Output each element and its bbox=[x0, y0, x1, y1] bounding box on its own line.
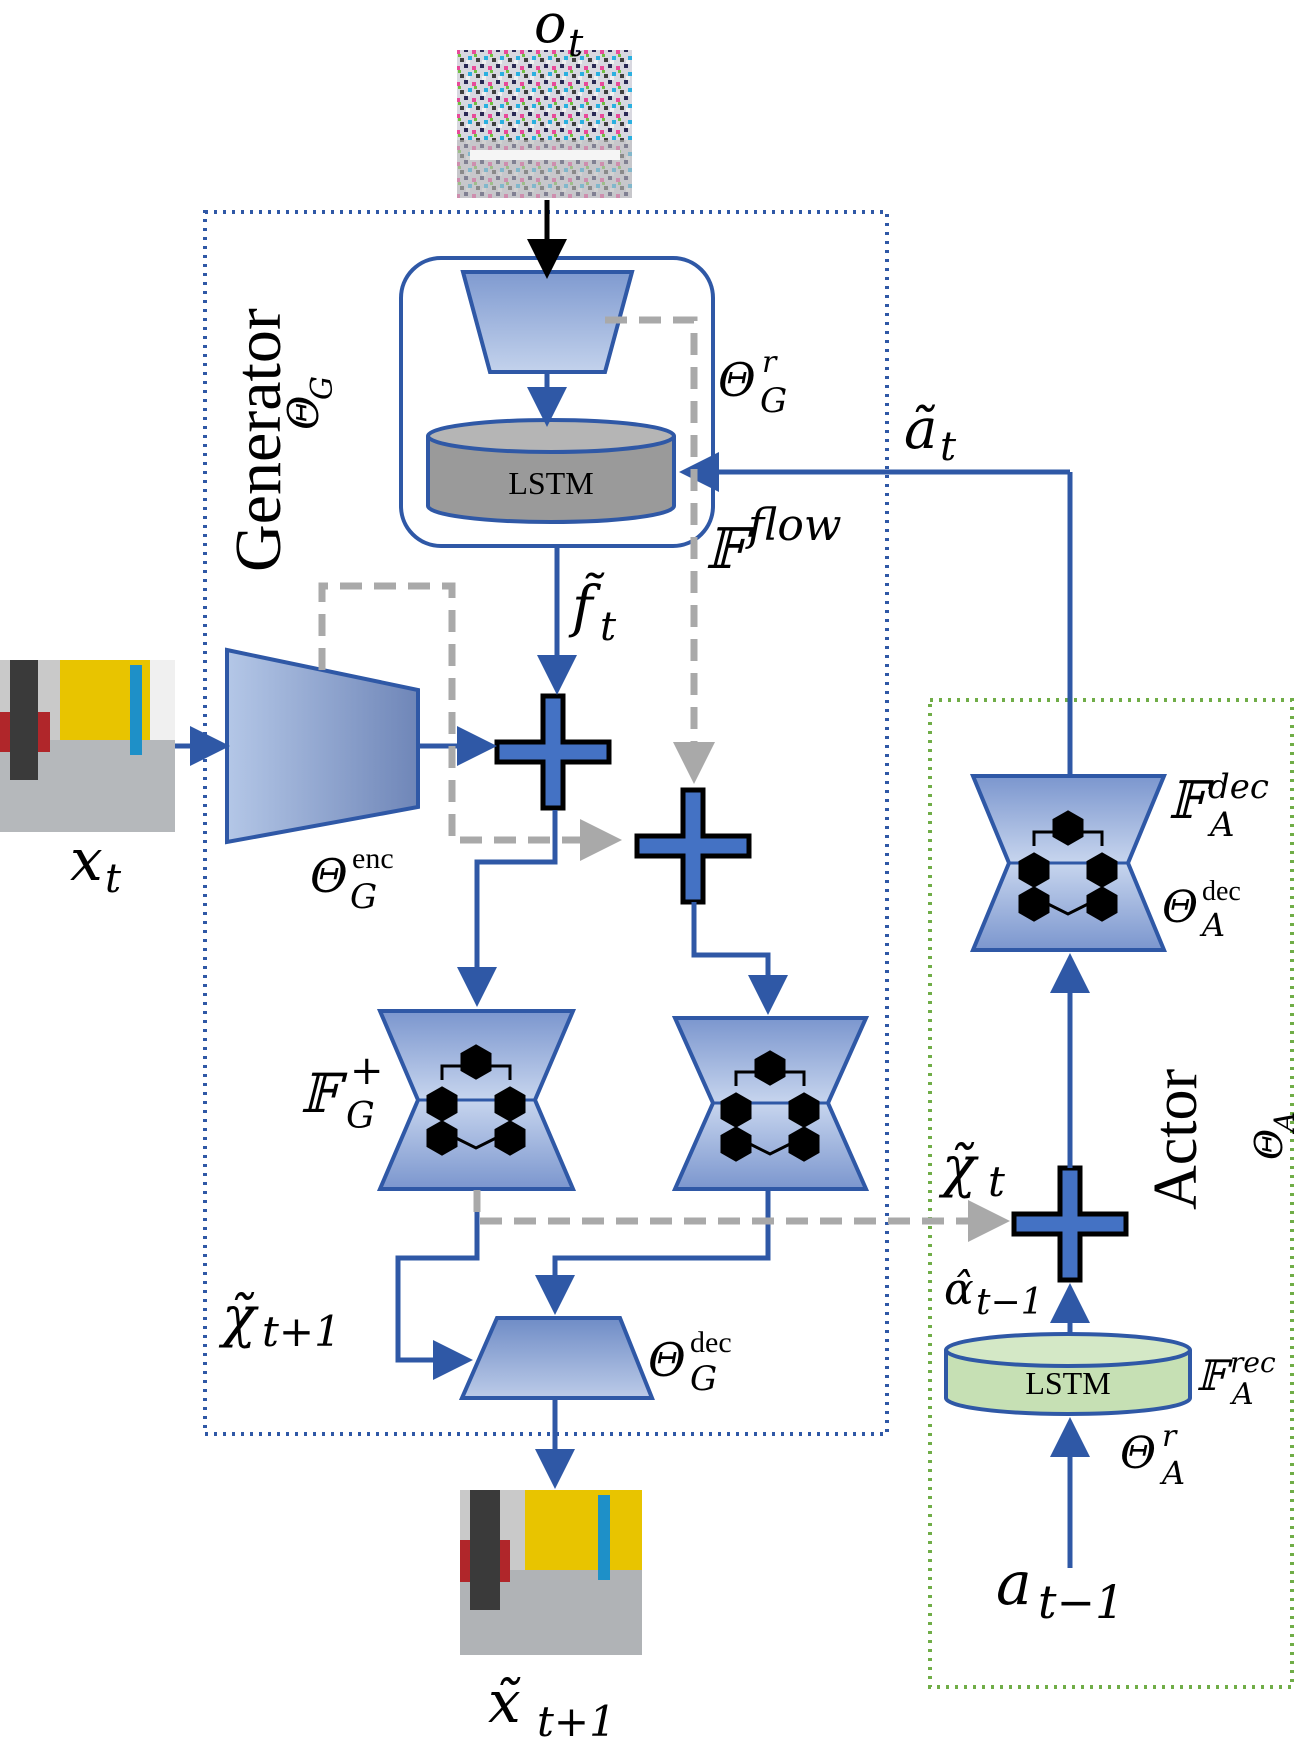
svg-text:t−1: t−1 bbox=[1038, 1575, 1124, 1629]
svg-text:A: A bbox=[1268, 1112, 1298, 1135]
svg-text:t: t bbox=[988, 1157, 1005, 1206]
svg-text:t: t bbox=[568, 21, 584, 65]
label-f-tilde-t: f̃ t bbox=[568, 572, 617, 650]
observation-image bbox=[457, 50, 632, 198]
plus-node-1 bbox=[494, 693, 612, 811]
network-icon bbox=[1018, 810, 1118, 922]
svg-text:G: G bbox=[305, 376, 340, 400]
generator-theta: Θ G bbox=[279, 376, 340, 430]
generator-lstm-cylinder bbox=[426, 418, 676, 524]
svg-text:Θ: Θ bbox=[310, 849, 348, 903]
svg-text:dec: dec bbox=[1202, 876, 1241, 907]
generator-region bbox=[203, 210, 889, 1436]
svg-text:t−1: t−1 bbox=[976, 1282, 1044, 1323]
svg-text:rec: rec bbox=[1230, 1346, 1276, 1379]
svg-text:G: G bbox=[690, 1359, 717, 1399]
svg-text:t: t bbox=[940, 424, 957, 470]
svg-text:G: G bbox=[346, 1096, 375, 1137]
svg-text:Generator: Generator bbox=[222, 308, 295, 572]
svg-text:a: a bbox=[996, 1549, 1032, 1619]
svg-text:Θ: Θ bbox=[718, 353, 756, 407]
svg-text:Θ: Θ bbox=[1247, 1129, 1291, 1160]
generator-lstm-label: LSTM bbox=[508, 465, 593, 501]
svg-text:Θ: Θ bbox=[279, 396, 328, 430]
label-f-g-plus: 𝔽 + G bbox=[300, 1048, 384, 1137]
svg-text:ã: ã bbox=[904, 397, 937, 462]
hourglass-actor-dec bbox=[970, 774, 1167, 952]
svg-text:χ̃: χ̃ bbox=[218, 1285, 259, 1350]
output-frame-image bbox=[460, 1490, 642, 1655]
label-theta-g-dec: Θ dec G bbox=[648, 1326, 732, 1399]
label-f-flow: 𝔽 flow bbox=[705, 500, 842, 582]
svg-text:G: G bbox=[350, 877, 377, 917]
label-theta-a-r: Θ r A bbox=[1120, 1419, 1185, 1492]
network-icon bbox=[720, 1050, 820, 1162]
label-chi-t: χ̃ t bbox=[938, 1135, 1005, 1206]
svg-text:r: r bbox=[762, 345, 778, 380]
label-f-a-rec: 𝔽 rec A bbox=[1196, 1346, 1276, 1412]
svg-text:x̃: x̃ bbox=[488, 1668, 521, 1736]
generator-title: Generator bbox=[222, 308, 295, 572]
network-icon bbox=[426, 1044, 526, 1156]
svg-text:t: t bbox=[600, 604, 617, 650]
label-theta-g-r: Θ r G bbox=[718, 345, 787, 421]
actor-theta: Θ A bbox=[1247, 1112, 1298, 1160]
plus-node-actor bbox=[1011, 1165, 1129, 1283]
label-o-t: o t bbox=[534, 0, 584, 65]
svg-text:enc: enc bbox=[352, 842, 394, 875]
svg-text:A: A bbox=[1159, 1454, 1185, 1492]
generator-decoder-block bbox=[458, 1316, 655, 1400]
svg-text:t+1: t+1 bbox=[537, 1697, 616, 1744]
frame-encoder-block bbox=[225, 647, 420, 845]
svg-text:A: A bbox=[1229, 1377, 1254, 1412]
svg-text:dec: dec bbox=[690, 1326, 732, 1359]
svg-text:+: + bbox=[350, 1048, 384, 1094]
svg-text:𝔽: 𝔽 bbox=[1196, 1351, 1233, 1400]
svg-text:flow: flow bbox=[745, 500, 842, 551]
label-a-prev: a t−1 bbox=[996, 1549, 1124, 1629]
label-theta-g-enc: Θ enc G bbox=[310, 842, 394, 917]
label-a-tilde-t: ã t bbox=[904, 397, 957, 470]
svg-text:A: A bbox=[1207, 805, 1235, 845]
svg-text:dec: dec bbox=[1208, 767, 1269, 807]
label-alpha-hat: α̂ t−1 bbox=[944, 1264, 1044, 1323]
label-x-t: x t bbox=[70, 826, 122, 902]
hourglass-fg-plus bbox=[376, 1009, 577, 1191]
plus-node-2 bbox=[634, 787, 752, 905]
actor-region bbox=[928, 698, 1294, 1689]
svg-text:r: r bbox=[1162, 1419, 1178, 1454]
svg-text:Θ: Θ bbox=[1120, 1428, 1156, 1479]
obs-encoder-trapezoid bbox=[460, 270, 635, 374]
svg-text:Θ: Θ bbox=[1162, 882, 1198, 933]
label-f-a-dec: 𝔽 dec A bbox=[1168, 767, 1269, 845]
svg-text:t+1: t+1 bbox=[262, 1307, 341, 1356]
label-chi-t1: χ̃ t+1 bbox=[218, 1285, 341, 1356]
svg-text:Θ: Θ bbox=[648, 1333, 686, 1387]
svg-text:x: x bbox=[70, 826, 103, 894]
svg-text:A: A bbox=[1199, 906, 1225, 944]
actor-title: Actor bbox=[1142, 1068, 1210, 1210]
actor-lstm-cylinder bbox=[944, 1332, 1192, 1416]
label-x-tilde-t1: x̃ t+1 bbox=[488, 1668, 616, 1744]
label-theta-a-dec: Θ dec A bbox=[1162, 876, 1241, 944]
actor-lstm-label: LSTM bbox=[1025, 1365, 1110, 1401]
svg-text:α̂: α̂ bbox=[944, 1264, 974, 1315]
svg-text:G: G bbox=[760, 381, 787, 421]
svg-text:Actor: Actor bbox=[1142, 1068, 1210, 1210]
svg-text:o: o bbox=[534, 0, 567, 55]
svg-text:t: t bbox=[105, 856, 122, 902]
hourglass-flow-decoder bbox=[671, 1016, 870, 1191]
svg-text:χ̃: χ̃ bbox=[938, 1135, 979, 1200]
svg-text:𝔽: 𝔽 bbox=[300, 1062, 348, 1125]
input-frame-image bbox=[0, 660, 175, 832]
